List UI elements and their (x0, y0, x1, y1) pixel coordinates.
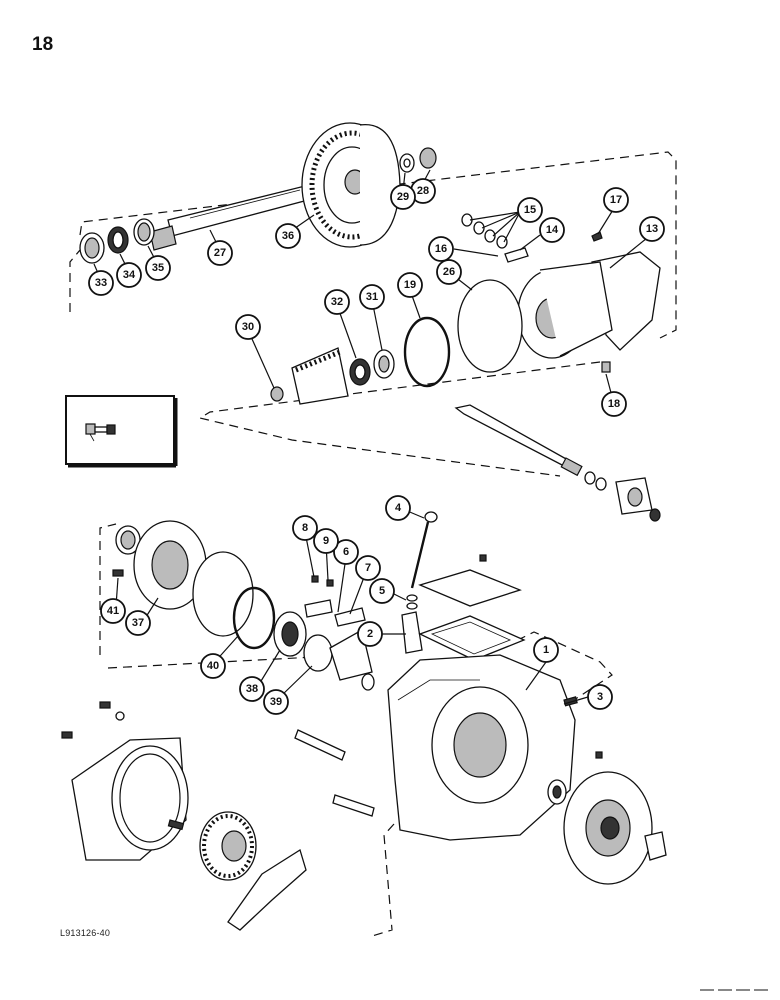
svg-text:31: 31 (366, 291, 378, 303)
inset-fitting-icon (85, 423, 116, 442)
svg-text:40: 40 (207, 660, 219, 672)
long-shaft-assembly (454, 404, 661, 522)
callout-18: 18 (601, 391, 627, 417)
svg-text:17: 17 (610, 194, 622, 206)
svg-text:41: 41 (107, 605, 119, 617)
callout-33: 33 (88, 270, 114, 296)
callout-13: 13 (639, 216, 665, 242)
svg-text:35: 35 (152, 262, 164, 274)
svg-text:34: 34 (123, 269, 136, 281)
figure-code: L913126-40 (60, 928, 111, 938)
callout-7: 7 (355, 555, 381, 581)
svg-text:15: 15 (524, 204, 536, 216)
svg-text:3: 3 (597, 691, 603, 703)
callout-5: 5 (369, 578, 395, 604)
callout-37: 37 (125, 610, 151, 636)
callout-1: 1 (533, 637, 559, 663)
callout-30: 30 (235, 314, 261, 340)
callout-32: 32 (324, 289, 350, 315)
svg-text:6: 6 (343, 546, 349, 558)
svg-text:18: 18 (608, 398, 620, 410)
page-number: 18 (32, 34, 54, 55)
svg-text:30: 30 (242, 321, 254, 333)
svg-text:37: 37 (132, 617, 144, 629)
callout-34: 34 (116, 262, 142, 288)
callout-9: 9 (313, 528, 339, 554)
callout-38: 38 (239, 676, 265, 702)
svg-text:5: 5 (379, 585, 385, 597)
svg-text:13: 13 (646, 223, 658, 235)
svg-text:2: 2 (367, 628, 373, 640)
callout-29: 29 (390, 184, 416, 210)
callout-39: 39 (263, 689, 289, 715)
svg-text:9: 9 (323, 535, 329, 547)
svg-text:29: 29 (397, 191, 409, 203)
svg-text:7: 7 (365, 562, 371, 574)
clutch-disc-assembly (547, 751, 667, 885)
callout-26: 26 (436, 259, 462, 285)
callout-36: 36 (275, 223, 301, 249)
callout-15: 15 (517, 197, 543, 223)
callout-2: 2 (357, 621, 383, 647)
svg-text:38: 38 (246, 683, 258, 695)
callout-19: 19 (397, 272, 423, 298)
middle-left-assembly (112, 520, 375, 691)
callout-31: 31 (359, 284, 385, 310)
callout-3: 3 (587, 684, 613, 710)
center-small-parts (304, 511, 526, 661)
callout-6: 6 (333, 539, 359, 565)
svg-text:28: 28 (417, 185, 429, 197)
svg-text:39: 39 (270, 696, 282, 708)
top-shaft-assembly (79, 122, 661, 405)
svg-text:33: 33 (95, 277, 107, 289)
transmission-housing (387, 654, 578, 841)
svg-text:36: 36 (282, 230, 294, 242)
svg-text:32: 32 (331, 296, 343, 308)
svg-text:14: 14 (546, 224, 559, 236)
callout-14: 14 (539, 217, 565, 243)
callout-27: 27 (207, 240, 233, 266)
svg-text:27: 27 (214, 247, 226, 259)
lower-group-outline (99, 523, 613, 937)
svg-text:19: 19 (404, 279, 416, 291)
callout-35: 35 (145, 255, 171, 281)
brake-drum-axle-assembly (61, 701, 375, 931)
svg-text:8: 8 (302, 522, 308, 534)
svg-text:26: 26 (443, 266, 455, 278)
svg-text:16: 16 (435, 243, 447, 255)
svg-text:1: 1 (543, 644, 549, 656)
callout-16: 16 (428, 236, 454, 262)
callout-8: 8 (292, 515, 318, 541)
svg-text:4: 4 (395, 502, 402, 514)
callout-17: 17 (603, 187, 629, 213)
callout-40: 40 (200, 653, 226, 679)
callout-4: 4 (385, 495, 411, 521)
callout-41: 41 (100, 598, 126, 624)
inset-detail-box (65, 395, 178, 468)
